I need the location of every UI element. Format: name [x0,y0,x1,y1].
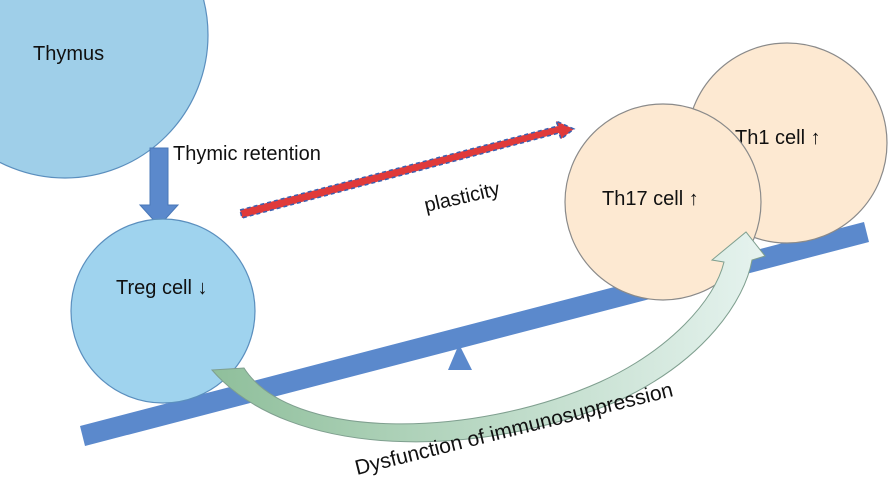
thymus-label: Thymus [33,43,104,65]
retention-arrow [138,147,180,227]
th17-cell-label: Th17 cell ↑ [602,188,699,210]
thymus-circle [0,0,209,179]
plasticity-arrow [239,119,576,219]
th17-cell-circle [564,103,762,301]
seesaw-pivot [448,344,472,370]
plasticity-label: plasticity [422,178,502,217]
treg-cell-circle [70,218,256,404]
treg-cell-label: Treg cell ↓ [116,277,208,299]
thymic-retention-label: Thymic retention [173,143,321,165]
th1-cell-label: Th1 cell ↑ [735,127,821,149]
curved-arrow [210,231,766,443]
